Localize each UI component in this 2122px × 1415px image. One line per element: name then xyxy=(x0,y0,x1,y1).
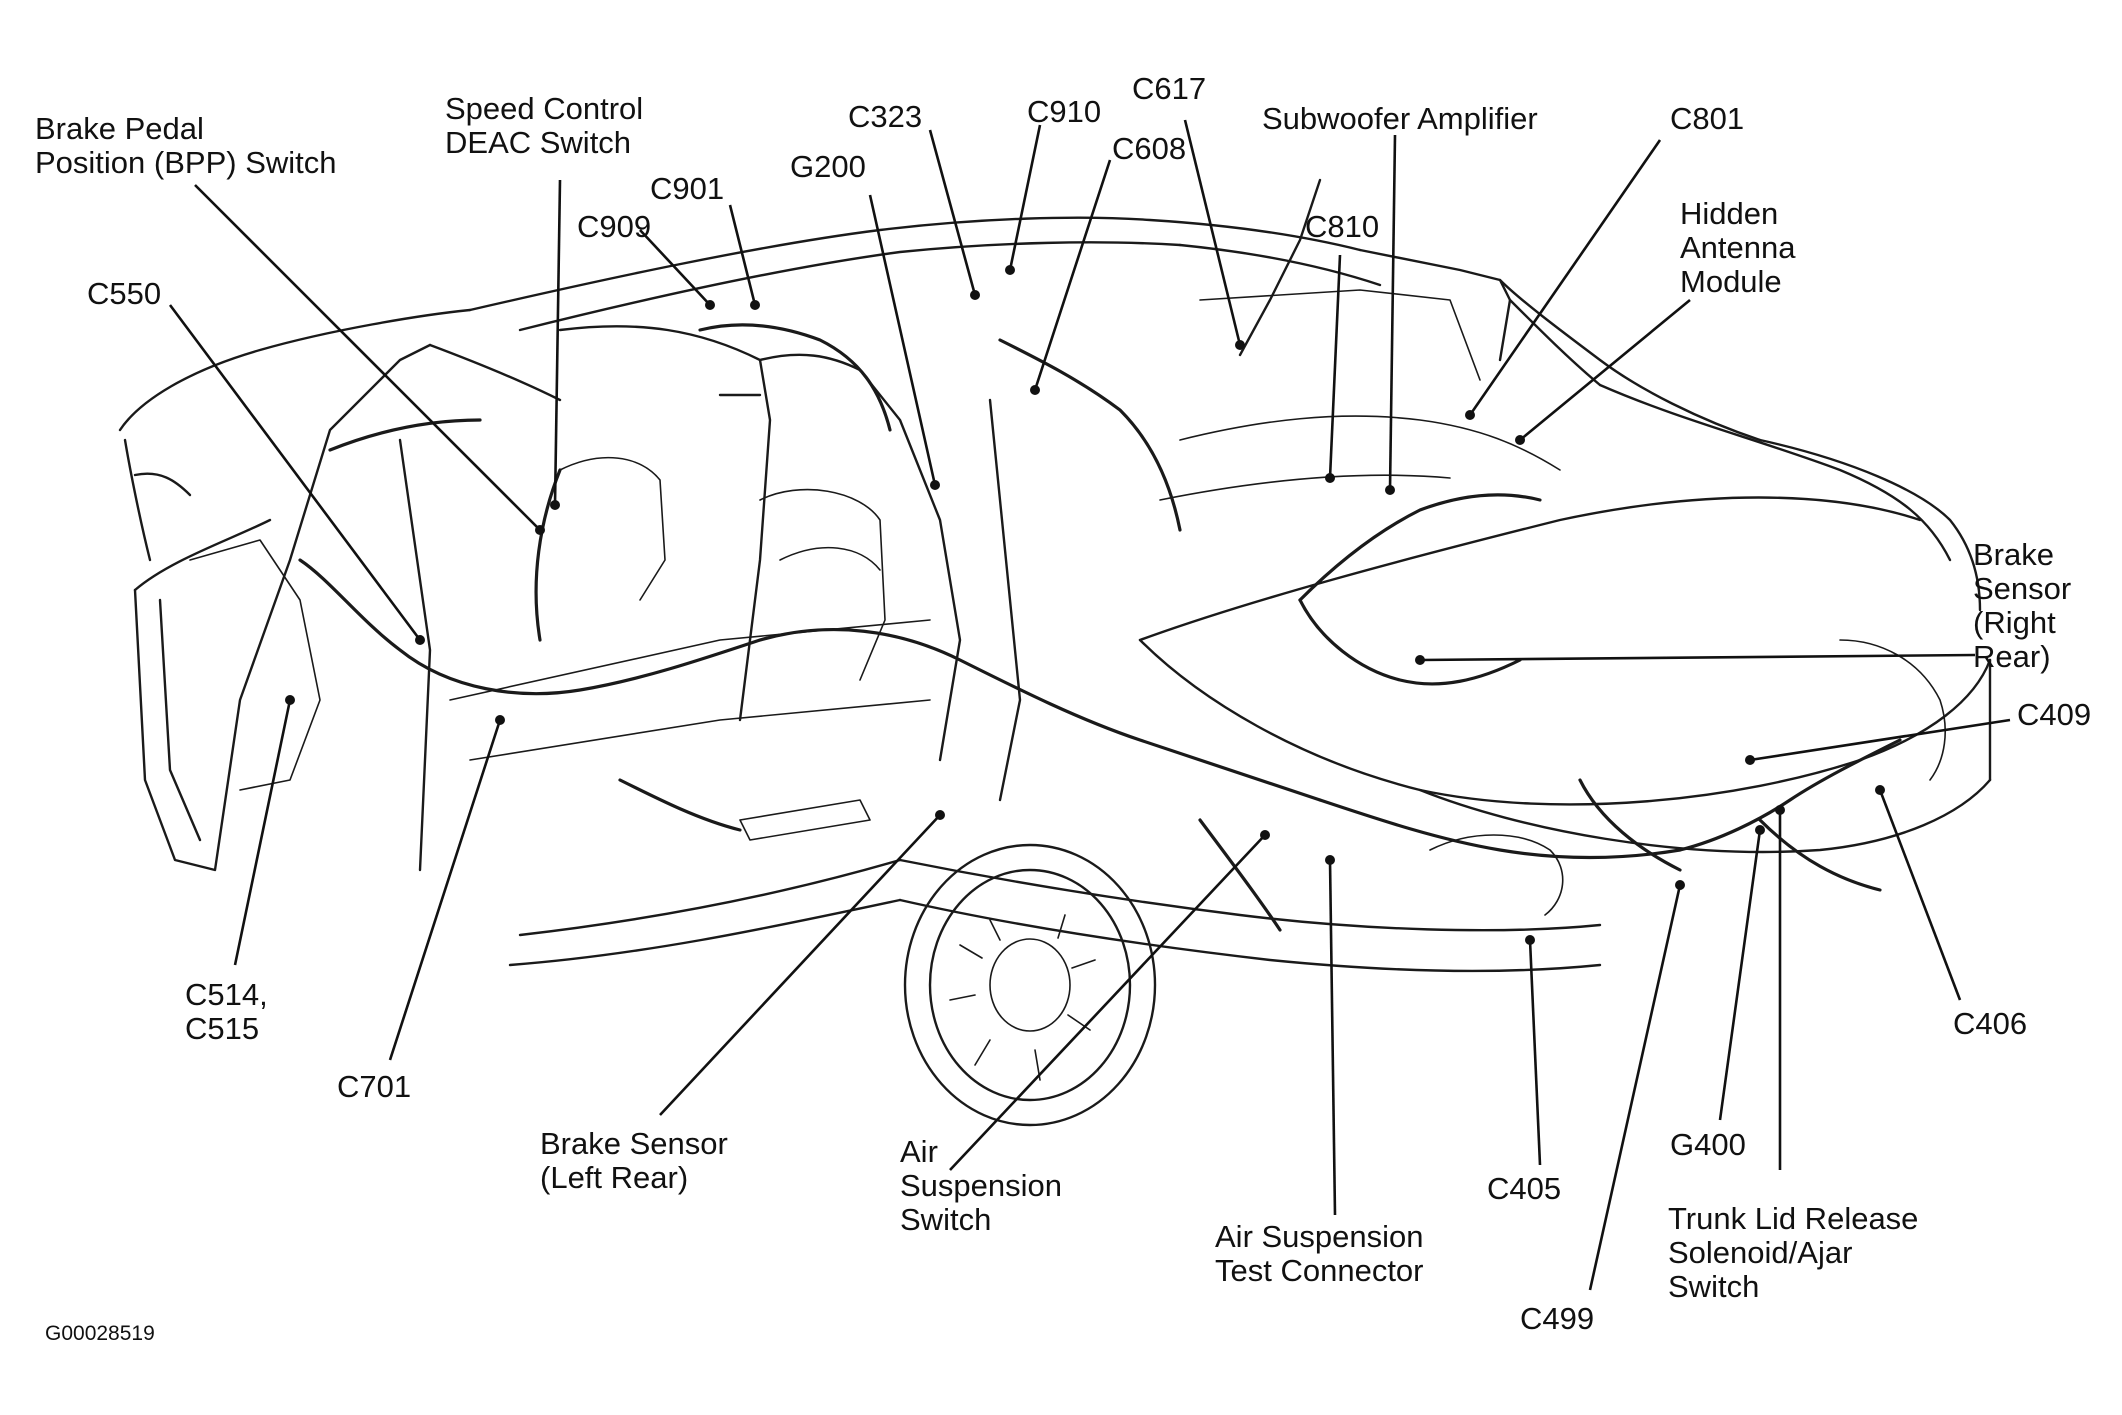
label-line: Trunk Lid Release xyxy=(1668,1201,1919,1236)
label-c550: C550 xyxy=(87,277,161,311)
label-c910: C910 xyxy=(1027,95,1101,129)
label-c909: C909 xyxy=(577,210,651,244)
label-c323: C323 xyxy=(848,100,922,134)
label-line: G400 xyxy=(1670,1127,1746,1162)
label-brake-sensor-left-rear: Brake Sensor(Left Rear) xyxy=(540,1127,728,1195)
label-line: C515 xyxy=(185,1011,260,1046)
label-line: Speed Control xyxy=(445,91,644,126)
label-line: Hidden xyxy=(1680,196,1779,231)
label-line: DEAC Switch xyxy=(445,125,632,160)
wiring-harness xyxy=(298,323,1902,932)
label-line: Antenna xyxy=(1680,230,1796,265)
label-line: C608 xyxy=(1112,131,1187,166)
label-line: Brake Pedal xyxy=(35,111,204,146)
label-line: Module xyxy=(1680,264,1782,299)
figure-id: G00028519 xyxy=(45,1322,155,1345)
label-c801: C801 xyxy=(1670,102,1744,136)
label-c608: C608 xyxy=(1112,132,1186,166)
label-line: C901 xyxy=(650,171,725,206)
label-line: C499 xyxy=(1520,1301,1595,1336)
label-line: Position (BPP) Switch xyxy=(35,145,337,180)
label-line: C405 xyxy=(1487,1171,1562,1206)
label-line: C909 xyxy=(577,209,652,244)
label-c405: C405 xyxy=(1487,1172,1561,1206)
label-line: Air Suspension xyxy=(1215,1219,1424,1254)
label-line: Sensor xyxy=(1973,571,2072,606)
label-line: Test Connector xyxy=(1215,1253,1424,1288)
label-line: Brake Sensor xyxy=(540,1126,728,1161)
label-c406: C406 xyxy=(1953,1007,2027,1041)
label-line: Brake xyxy=(1973,537,2054,572)
label-line: C323 xyxy=(848,99,923,134)
label-line: (Left Rear) xyxy=(540,1160,689,1195)
label-line: Rear) xyxy=(1973,639,2051,674)
label-line: G200 xyxy=(790,149,866,184)
label-g400: G400 xyxy=(1670,1128,1746,1162)
leader-arrowheads xyxy=(285,265,1885,945)
label-line: C701 xyxy=(337,1069,412,1104)
label-c901: C901 xyxy=(650,172,724,206)
label-line: Air xyxy=(900,1134,938,1169)
label-line: C550 xyxy=(87,276,162,311)
label-line: Switch xyxy=(900,1202,992,1237)
label-line: Solenoid/Ajar xyxy=(1668,1235,1853,1270)
label-line: C617 xyxy=(1132,71,1207,106)
label-line: Subwoofer Amplifier xyxy=(1262,101,1538,136)
label-c409: C409 xyxy=(2017,698,2091,732)
leader-lines xyxy=(168,119,2011,1291)
label-line: C409 xyxy=(2017,697,2092,732)
label-line: C514, xyxy=(185,977,268,1012)
label-line: C910 xyxy=(1027,94,1102,129)
label-c810: C810 xyxy=(1305,210,1379,244)
label-line: C801 xyxy=(1670,101,1745,136)
label-c514-c515: C514,C515 xyxy=(185,978,268,1046)
label-c617: C617 xyxy=(1132,72,1206,106)
label-line: Suspension xyxy=(900,1168,1063,1203)
label-c499: C499 xyxy=(1520,1302,1594,1336)
label-line: (Right xyxy=(1973,605,2056,640)
label-c701: C701 xyxy=(337,1070,411,1104)
label-g200: G200 xyxy=(790,150,866,184)
label-line: C406 xyxy=(1953,1006,2028,1041)
label-line: Switch xyxy=(1668,1269,1760,1304)
label-line: C810 xyxy=(1305,209,1380,244)
label-subwoofer-amplifier: Subwoofer Amplifier xyxy=(1262,102,1538,136)
